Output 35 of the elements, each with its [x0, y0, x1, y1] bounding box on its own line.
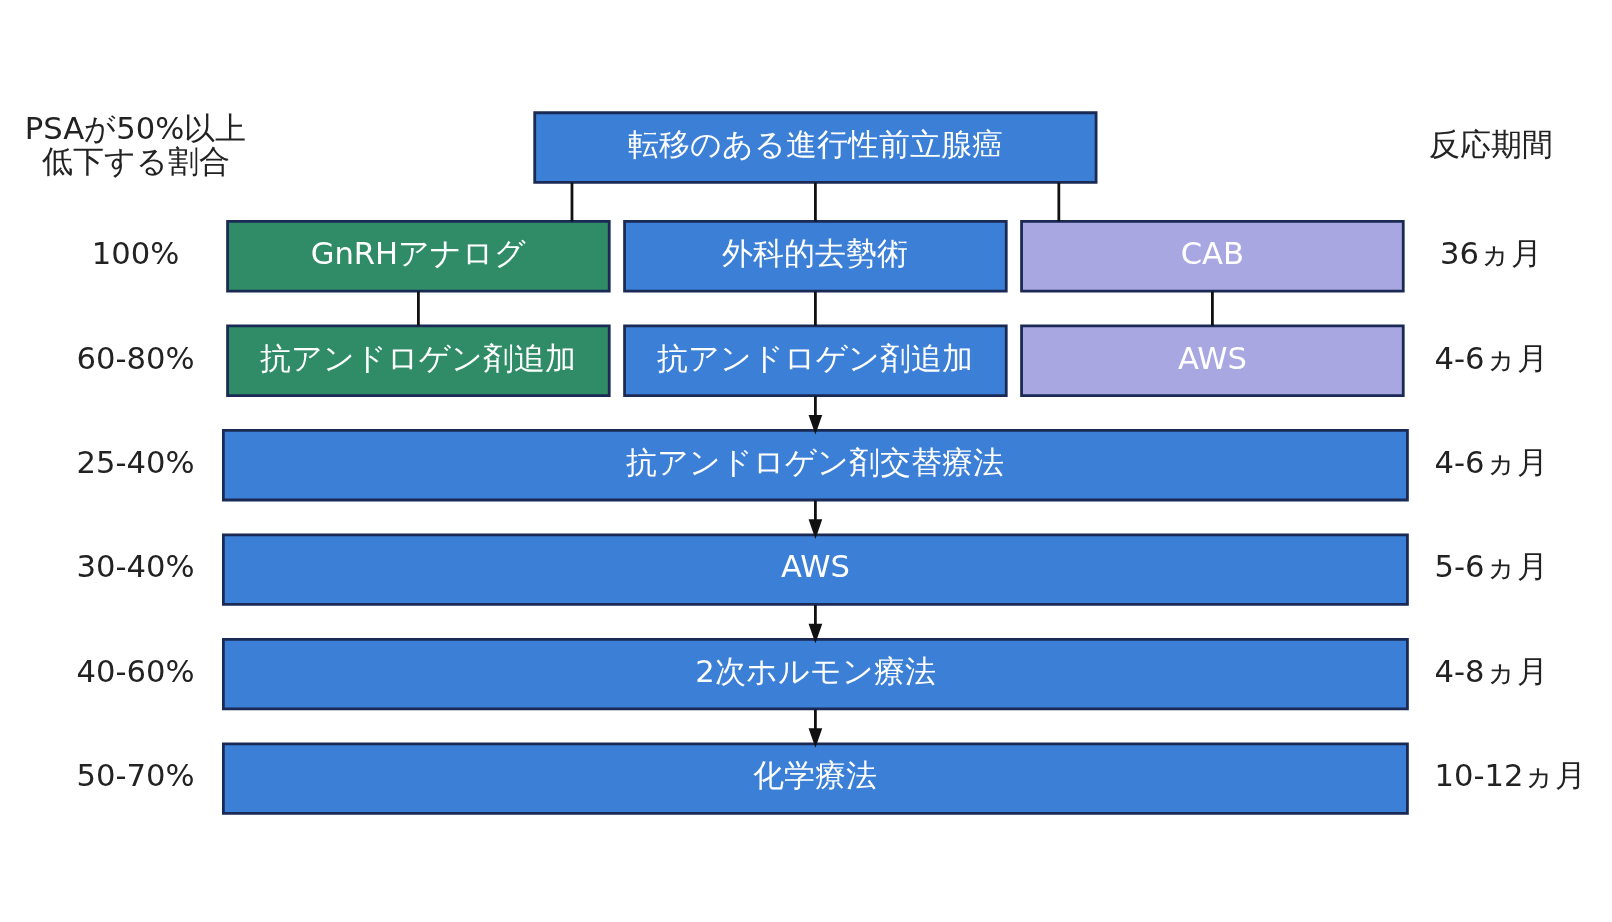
arrow — [808, 396, 823, 435]
node-box: 化学療法 — [222, 742, 1409, 815]
node-box: 抗アンドロゲン剤交替療法 — [222, 428, 1409, 502]
arrow — [808, 500, 823, 539]
node-box: AWS — [1020, 324, 1405, 397]
node-box: AWS — [222, 533, 1409, 606]
connector — [1211, 291, 1214, 326]
node-box: 転移のある進行性前立腺癌 — [533, 111, 1098, 184]
label: 36ヵ月 — [1440, 236, 1542, 272]
label: 40-60% — [76, 653, 195, 689]
node-box: GnRHアナログ — [226, 220, 611, 293]
label: 100% — [91, 236, 180, 272]
connector — [1057, 182, 1061, 222]
connector — [570, 182, 574, 222]
label: 4-6ヵ月 — [1434, 444, 1548, 480]
label: 25-40% — [76, 444, 195, 480]
label: 5-6ヵ月 — [1434, 549, 1548, 585]
label: 4-6ヵ月 — [1434, 340, 1548, 376]
node-box: 2次ホルモン療法 — [222, 637, 1409, 711]
arrow — [808, 605, 823, 644]
label: 60-80% — [76, 340, 195, 376]
connector — [814, 182, 817, 222]
label: 4-8ヵ月 — [1434, 653, 1548, 689]
label: 10-12ヵ月 — [1434, 758, 1587, 794]
connector — [814, 291, 817, 326]
connector — [417, 291, 420, 326]
arrow — [808, 709, 823, 748]
label: 反応期間 — [1429, 127, 1554, 163]
node-box: 外科的去勢術 — [623, 220, 1008, 293]
label: 30-40% — [76, 549, 195, 585]
label: 50-70% — [76, 758, 195, 794]
label: PSAが50%以上低下する割合 — [24, 110, 247, 180]
node-box: 抗アンドロゲン剤追加 — [623, 324, 1008, 397]
node-box: CAB — [1020, 220, 1405, 293]
node-box: 抗アンドロゲン剤追加 — [226, 324, 611, 397]
